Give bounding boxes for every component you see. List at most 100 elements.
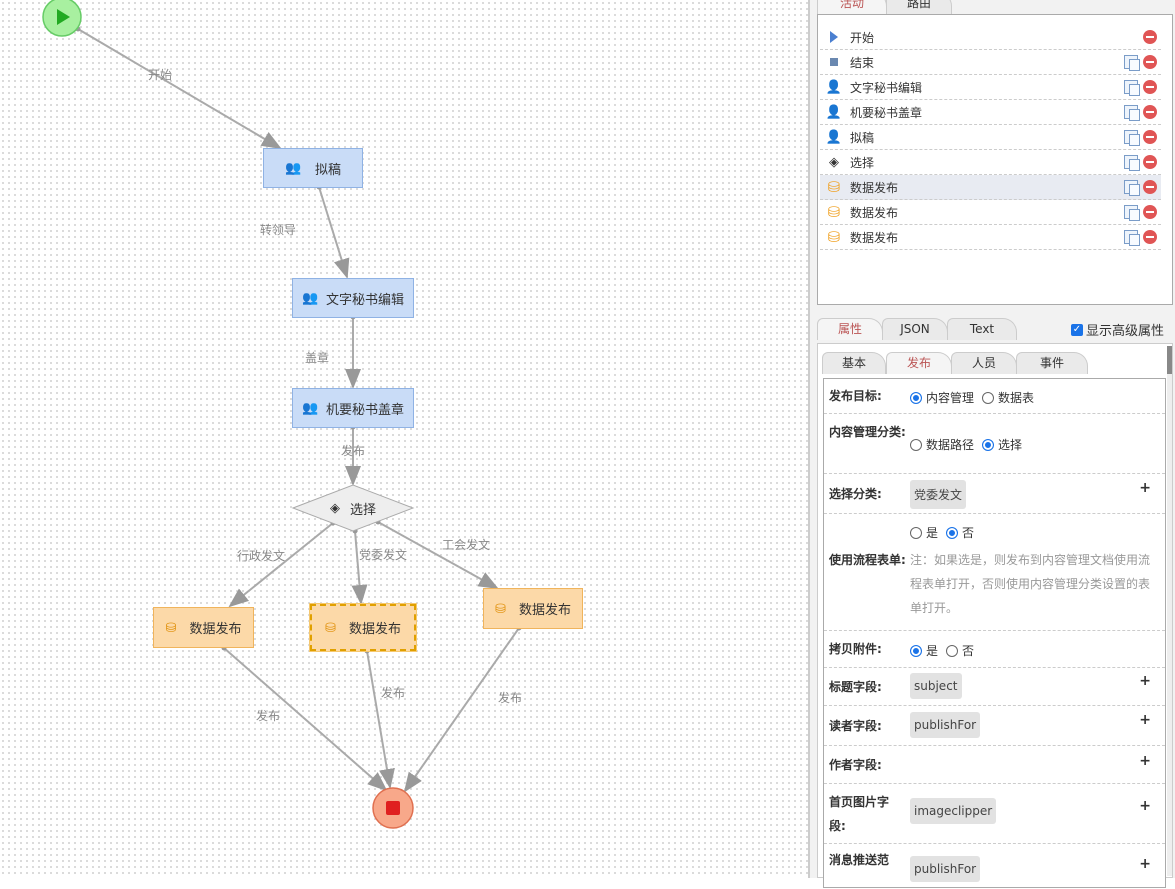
- copy-icon[interactable]: [1124, 180, 1140, 196]
- option-label: 数据表: [998, 391, 1035, 405]
- category-chip[interactable]: 党委发文: [910, 480, 967, 509]
- node-publish-1[interactable]: ⛁数据发布: [153, 607, 254, 648]
- add-button[interactable]: +: [1139, 798, 1151, 814]
- activity-label: 文字秘书编辑: [850, 80, 923, 95]
- activity-item[interactable]: ⛁数据发布: [820, 225, 1161, 250]
- property-panel: 活动 路由 开始结束👤文字秘书编辑👤机要秘书盖章👤拟稿◈选择⛁数据发布⛁数据发布…: [810, 0, 1175, 888]
- option-label: 是: [926, 644, 939, 658]
- field-label: 拷贝附件:: [829, 642, 882, 656]
- edge-admin: [228, 522, 334, 608]
- field-chip[interactable]: imageclipper: [910, 798, 997, 824]
- choice-node[interactable]: [291, 484, 415, 532]
- subtab-publish[interactable]: 发布: [886, 352, 952, 374]
- delete-icon[interactable]: [1143, 155, 1157, 169]
- scrollbar-thumb[interactable]: [1167, 346, 1172, 374]
- stop-icon: [826, 58, 842, 66]
- field-label: 作者字段:: [829, 758, 882, 772]
- users-icon: 👥: [284, 161, 302, 176]
- delete-icon[interactable]: [1143, 80, 1157, 94]
- activity-label: 数据发布: [850, 180, 899, 195]
- users-icon: 👥: [301, 291, 319, 306]
- delete-icon[interactable]: [1143, 205, 1157, 219]
- activity-item[interactable]: ◈选择: [820, 150, 1161, 175]
- activity-item[interactable]: 👤机要秘书盖章: [820, 100, 1161, 125]
- option-label: 否: [962, 644, 975, 658]
- activity-label: 拟稿: [850, 130, 875, 145]
- field-chip[interactable]: publishFor: [910, 856, 981, 882]
- radio-attach-no[interactable]: [946, 644, 959, 657]
- end-node[interactable]: [372, 787, 414, 829]
- edge-label: 行政发文: [237, 548, 285, 563]
- field-chip[interactable]: subject: [910, 673, 962, 699]
- choice-icon: ◈: [829, 154, 839, 170]
- activity-item[interactable]: ⛁数据发布: [820, 200, 1161, 225]
- checkbox-checked-icon[interactable]: ✓: [1071, 323, 1083, 336]
- copy-icon[interactable]: [1124, 80, 1140, 96]
- play-icon: [826, 31, 842, 43]
- node-edit[interactable]: 👥文字秘书编辑: [292, 278, 414, 318]
- radio-no[interactable]: [946, 526, 959, 539]
- activity-item[interactable]: 👤文字秘书编辑: [820, 75, 1161, 100]
- tab-routes[interactable]: 路由: [886, 0, 952, 14]
- advanced-label: 显示高级属性: [1086, 324, 1165, 339]
- activity-item[interactable]: ⛁ 数据发布: [820, 175, 1161, 200]
- splitter[interactable]: [808, 0, 810, 878]
- start-node[interactable]: [42, 0, 82, 37]
- option-label: 数据路径: [926, 438, 975, 452]
- tab-json[interactable]: JSON: [882, 318, 948, 340]
- edge-union: [377, 521, 499, 589]
- edge-label: 发布: [341, 443, 365, 458]
- subtab-basic[interactable]: 基本: [822, 352, 886, 374]
- tab-properties[interactable]: 属性: [817, 318, 883, 340]
- copy-icon[interactable]: [1124, 155, 1140, 171]
- add-button[interactable]: +: [1139, 753, 1151, 769]
- copy-icon[interactable]: [1124, 105, 1140, 121]
- database-icon: ⛁: [827, 178, 841, 196]
- delete-icon[interactable]: [1143, 55, 1157, 69]
- flow-canvas[interactable]: 开始 转领导 盖章 发布 行政发文 党委发文 工会发文 发布 发布 发布 👥拟稿…: [0, 0, 808, 878]
- delete-icon[interactable]: [1143, 105, 1157, 119]
- subtab-events[interactable]: 事件: [1016, 352, 1088, 374]
- radio-attach-yes[interactable]: [910, 644, 922, 657]
- delete-icon[interactable]: [1143, 130, 1157, 144]
- field-label: 选择分类:: [829, 487, 882, 501]
- copy-icon[interactable]: [1124, 55, 1140, 71]
- node-label: 数据发布: [189, 622, 242, 637]
- row-author: 作者字段: +: [824, 746, 1165, 784]
- copy-icon[interactable]: [1124, 205, 1140, 221]
- radio-yes[interactable]: [910, 526, 922, 539]
- radio-datapath[interactable]: [910, 438, 922, 451]
- radio-table[interactable]: [982, 391, 995, 404]
- tab-activities[interactable]: 活动: [817, 0, 887, 14]
- delete-icon[interactable]: [1143, 30, 1157, 44]
- scrollbar[interactable]: [1167, 346, 1172, 876]
- radio-content[interactable]: [910, 391, 922, 404]
- row-target: 发布目标: 内容管理数据表: [824, 379, 1165, 414]
- copy-icon[interactable]: [1124, 230, 1140, 246]
- node-publish-2[interactable]: ⛁数据发布: [309, 603, 417, 652]
- activity-item[interactable]: 开始: [820, 25, 1161, 50]
- copy-icon[interactable]: [1124, 130, 1140, 146]
- option-label: 选择: [998, 438, 1023, 452]
- edge-label: 发布: [498, 690, 522, 705]
- advanced-toggle[interactable]: ✓ 显示高级属性: [1071, 320, 1164, 339]
- add-button[interactable]: +: [1139, 712, 1151, 728]
- radio-select[interactable]: [982, 438, 995, 451]
- node-publish-3[interactable]: ⛁数据发布: [483, 588, 583, 629]
- add-button[interactable]: +: [1139, 673, 1151, 689]
- field-chip[interactable]: publishFor: [910, 712, 981, 738]
- node-seal[interactable]: 👥机要秘书盖章: [292, 388, 414, 428]
- activity-item[interactable]: 结束: [820, 50, 1161, 75]
- add-button[interactable]: +: [1139, 480, 1151, 496]
- node-draft[interactable]: 👥拟稿: [263, 148, 363, 188]
- delete-icon[interactable]: [1143, 230, 1157, 244]
- delete-icon[interactable]: [1143, 180, 1157, 194]
- add-button[interactable]: +: [1139, 856, 1151, 872]
- activity-list: 开始结束👤文字秘书编辑👤机要秘书盖章👤拟稿◈选择⛁数据发布⛁数据发布⛁数据发布: [817, 14, 1173, 305]
- node-choice-label[interactable]: ◈选择: [318, 498, 388, 518]
- field-label: 标题字段:: [829, 680, 882, 694]
- tab-text[interactable]: Text: [947, 318, 1017, 340]
- option-label: 内容管理: [926, 391, 975, 405]
- subtab-people[interactable]: 人员: [951, 352, 1017, 374]
- activity-item[interactable]: 👤拟稿: [820, 125, 1161, 150]
